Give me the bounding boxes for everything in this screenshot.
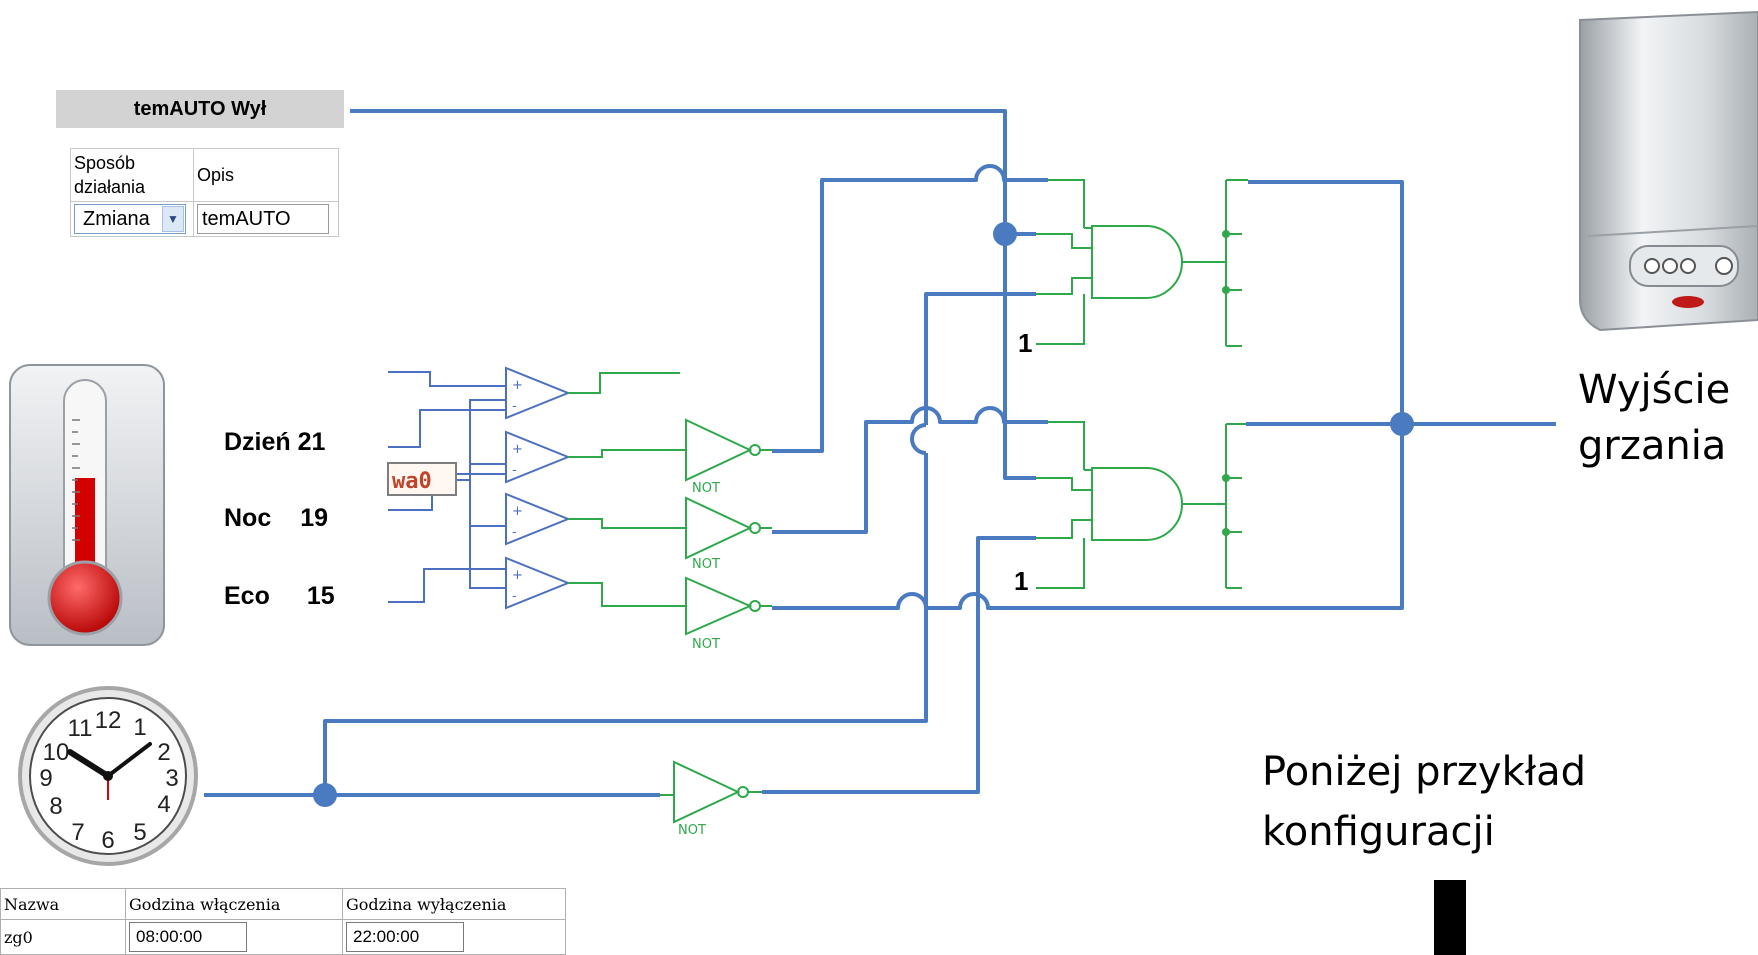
schedule-table: Nazwa Godzina włączenia Godzina wyłączen… [0, 888, 566, 955]
schedule-header-on: Godzina włączenia [125, 888, 343, 920]
not-gates [660, 418, 772, 824]
svg-text:8: 8 [49, 793, 62, 820]
blue-wires [204, 109, 1556, 797]
constant-one-label: 1 [1018, 328, 1032, 358]
mode-widget-table: Sposób działania Opis Zmiana ▼ temAUTO [70, 148, 339, 237]
svg-text:1: 1 [133, 714, 146, 741]
desc-input-cell: temAUTO [193, 201, 339, 237]
wa0-box [387, 462, 457, 496]
schedule-on-cell: 08:00:00 [125, 919, 343, 955]
black-bar [1434, 880, 1466, 955]
svg-text:5: 5 [133, 819, 146, 846]
description-input[interactable]: temAUTO [197, 204, 329, 234]
output-label: Wyjście grzania [1578, 367, 1731, 469]
svg-text:3: 3 [165, 765, 178, 792]
svg-text:+: + [512, 378, 523, 393]
thermometer-icon [9, 364, 165, 646]
svg-text:11: 11 [68, 715, 93, 742]
mode-select-cell: Zmiana ▼ [70, 201, 194, 237]
junction-dot [1390, 412, 1414, 436]
mode-header: Sposób działania [70, 148, 194, 202]
threshold-day: Dzień 21 [224, 428, 325, 457]
schedule-header-name: Nazwa [0, 888, 126, 920]
svg-text:-: - [512, 525, 517, 540]
svg-text:9: 9 [39, 765, 52, 792]
not-label: NOT [692, 637, 720, 652]
svg-text:-: - [512, 399, 517, 414]
junction-dot [313, 783, 337, 807]
svg-text:-: - [512, 589, 517, 604]
svg-text:4: 4 [157, 791, 170, 818]
chevron-down-icon[interactable]: ▼ [162, 206, 184, 232]
comparator-outputs [568, 372, 686, 607]
and-gates [1036, 179, 1248, 589]
comparator-block [388, 366, 571, 610]
threshold-night-value: 19 [300, 504, 328, 532]
threshold-eco-value: 15 [306, 582, 335, 610]
threshold-eco-name: Eco [224, 582, 270, 610]
constant-one-label: 1 [1014, 566, 1028, 596]
mode-select[interactable]: Zmiana ▼ [74, 204, 186, 234]
svg-text:12: 12 [95, 707, 122, 734]
not-label: NOT [678, 823, 706, 838]
off-time-input[interactable]: 22:00:00 [346, 922, 464, 952]
mode-select-value: Zmiana [83, 207, 150, 230]
svg-text:7: 7 [71, 819, 84, 846]
svg-text:2: 2 [157, 739, 170, 766]
not-labels: NOT NOT NOT NOT [678, 481, 720, 838]
example-label: Poniżej przykład konfiguracji [1262, 749, 1587, 855]
threshold-night: Noc 19 [224, 504, 328, 533]
boiler-icon [1579, 10, 1758, 332]
svg-text:10: 10 [43, 739, 70, 766]
mode-widget-title: temAUTO Wył [56, 90, 344, 128]
wa0-label: wa0 [392, 469, 432, 494]
threshold-day-value: 21 [297, 428, 326, 456]
schedule-header-off: Godzina wyłączenia [342, 888, 566, 920]
not-label: NOT [692, 557, 720, 572]
svg-text:+: + [512, 568, 523, 583]
schedule-row-name: zg0 [0, 919, 126, 955]
junction-dot [993, 222, 1017, 246]
svg-text:-: - [512, 463, 517, 478]
not-label: NOT [692, 481, 720, 496]
svg-text:+: + [512, 442, 523, 457]
svg-text:6: 6 [101, 827, 114, 854]
svg-text:+: + [512, 504, 523, 519]
schedule-off-cell: 22:00:00 [342, 919, 566, 955]
on-time-input[interactable]: 08:00:00 [129, 922, 247, 952]
threshold-day-name: Dzień [224, 428, 291, 456]
threshold-night-name: Noc [224, 504, 272, 532]
desc-header: Opis [193, 148, 339, 202]
threshold-eco: Eco 15 [224, 582, 335, 611]
comparator-signs: + - + - + - + - [512, 378, 523, 604]
